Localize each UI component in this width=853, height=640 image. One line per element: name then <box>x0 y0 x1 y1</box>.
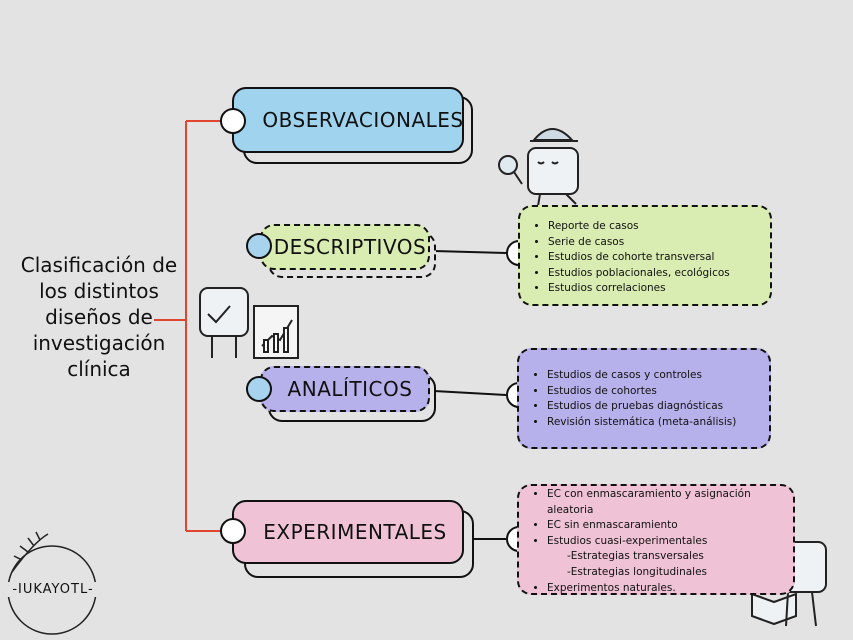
analiticos-label: ANALÍTICOS <box>287 377 413 401</box>
experimentales-panel: EC con enmascaramiento y asignación alea… <box>517 484 795 595</box>
list-item: Revisión sistemática (meta-análisis) <box>547 415 769 431</box>
list-item: Estudios poblacionales, ecológicos <box>548 266 770 282</box>
observacionales-box: OBSERVACIONALES <box>232 87 464 153</box>
logo-text: -IUKAYOTL- <box>6 582 100 597</box>
analiticos-panel: Estudios de casos y controles Estudios d… <box>517 348 771 449</box>
list-item: Estudios de cohorte transversal <box>548 250 770 266</box>
descriptivos-box: DESCRIPTIVOS <box>260 224 430 270</box>
list-subitem: -Estrategias transversales <box>567 550 704 563</box>
list-item: EC con enmascaramiento y asignación alea… <box>547 487 779 518</box>
list-item: EC sin enmascaramiento <box>547 518 779 534</box>
observacionales-node <box>220 108 246 134</box>
list-subitem: -Estrategias longitudinales <box>567 565 708 578</box>
list-item: Estudios de pruebas diagnósticas <box>547 399 769 415</box>
diagram-title: Clasificación de los distintos diseños d… <box>20 253 178 381</box>
list-item: Estudios cuasi-experimentales <box>547 534 779 550</box>
experimentales-node <box>220 518 246 544</box>
thinking-illustration <box>199 287 299 359</box>
list-item: Estudios de casos y controles <box>547 368 769 384</box>
list-item: Estudios correlaciones <box>548 281 770 297</box>
logo-name: IUKAYOTL <box>18 582 88 597</box>
list-item: Serie de casos <box>548 235 770 251</box>
list-item: Reporte de casos <box>548 219 770 235</box>
descriptivos-label: DESCRIPTIVOS <box>273 235 427 259</box>
observacionales-label: OBSERVACIONALES <box>262 108 464 132</box>
analiticos-box: ANALÍTICOS <box>260 366 430 412</box>
experimentales-label: EXPERIMENTALES <box>263 520 447 544</box>
detective-illustration <box>498 128 579 207</box>
descriptivos-panel: Reporte de casos Serie de casos Estudios… <box>518 205 772 306</box>
experimentales-box: EXPERIMENTALES <box>232 500 464 564</box>
analiticos-node <box>246 376 272 402</box>
list-item: Estudios de cohortes <box>547 384 769 400</box>
descriptivos-node <box>246 233 272 259</box>
list-item: Experimentos naturales. <box>547 581 779 597</box>
